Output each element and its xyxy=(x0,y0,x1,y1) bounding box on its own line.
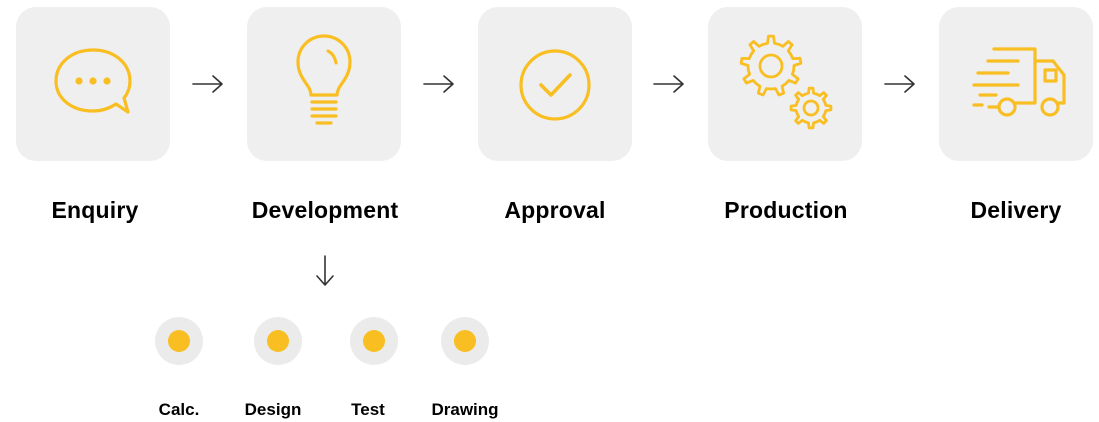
substep-label-calc: Calc. xyxy=(158,400,200,419)
substep-dot-test xyxy=(350,317,398,365)
checkmark-circle-icon xyxy=(519,49,591,121)
step-tile-delivery xyxy=(939,7,1093,161)
step-label-enquiry: Enquiry xyxy=(51,197,139,223)
step-label-approval: Approval xyxy=(504,197,606,223)
large-gear-hub xyxy=(758,53,784,79)
substep-dot-design xyxy=(254,317,302,365)
small-gear-hub xyxy=(802,99,820,117)
arrow-right-icon xyxy=(192,75,223,93)
step-tile-approval xyxy=(478,7,632,161)
arrow-down-icon xyxy=(316,255,334,286)
substep-dot-fill xyxy=(363,330,385,352)
lightbulb-icon xyxy=(296,34,352,125)
large-gear xyxy=(739,34,803,97)
substep-label-drawing: Drawing xyxy=(431,400,499,419)
small-gear xyxy=(789,86,833,130)
substep-label-test: Test xyxy=(351,400,385,419)
step-tile-production xyxy=(708,7,862,161)
substep-label-design: Design xyxy=(244,400,302,419)
step-tile-enquiry xyxy=(16,7,170,161)
substep-dot-fill xyxy=(454,330,476,352)
delivery-truck-icon xyxy=(972,47,1066,117)
gears-icon xyxy=(739,34,833,130)
step-label-delivery: Delivery xyxy=(970,197,1062,223)
substep-dot-fill xyxy=(168,330,190,352)
substep-dot-fill xyxy=(267,330,289,352)
step-label-production: Production xyxy=(724,197,848,223)
arrow-right-icon xyxy=(653,75,684,93)
step-label-development: Development xyxy=(251,197,399,223)
step-tile-development xyxy=(247,7,401,161)
arrow-right-icon xyxy=(423,75,454,93)
substep-dot-calc xyxy=(155,317,203,365)
arrow-right-icon xyxy=(884,75,915,93)
substep-dot-drawing xyxy=(441,317,489,365)
speech-bubble-icon xyxy=(54,48,132,114)
